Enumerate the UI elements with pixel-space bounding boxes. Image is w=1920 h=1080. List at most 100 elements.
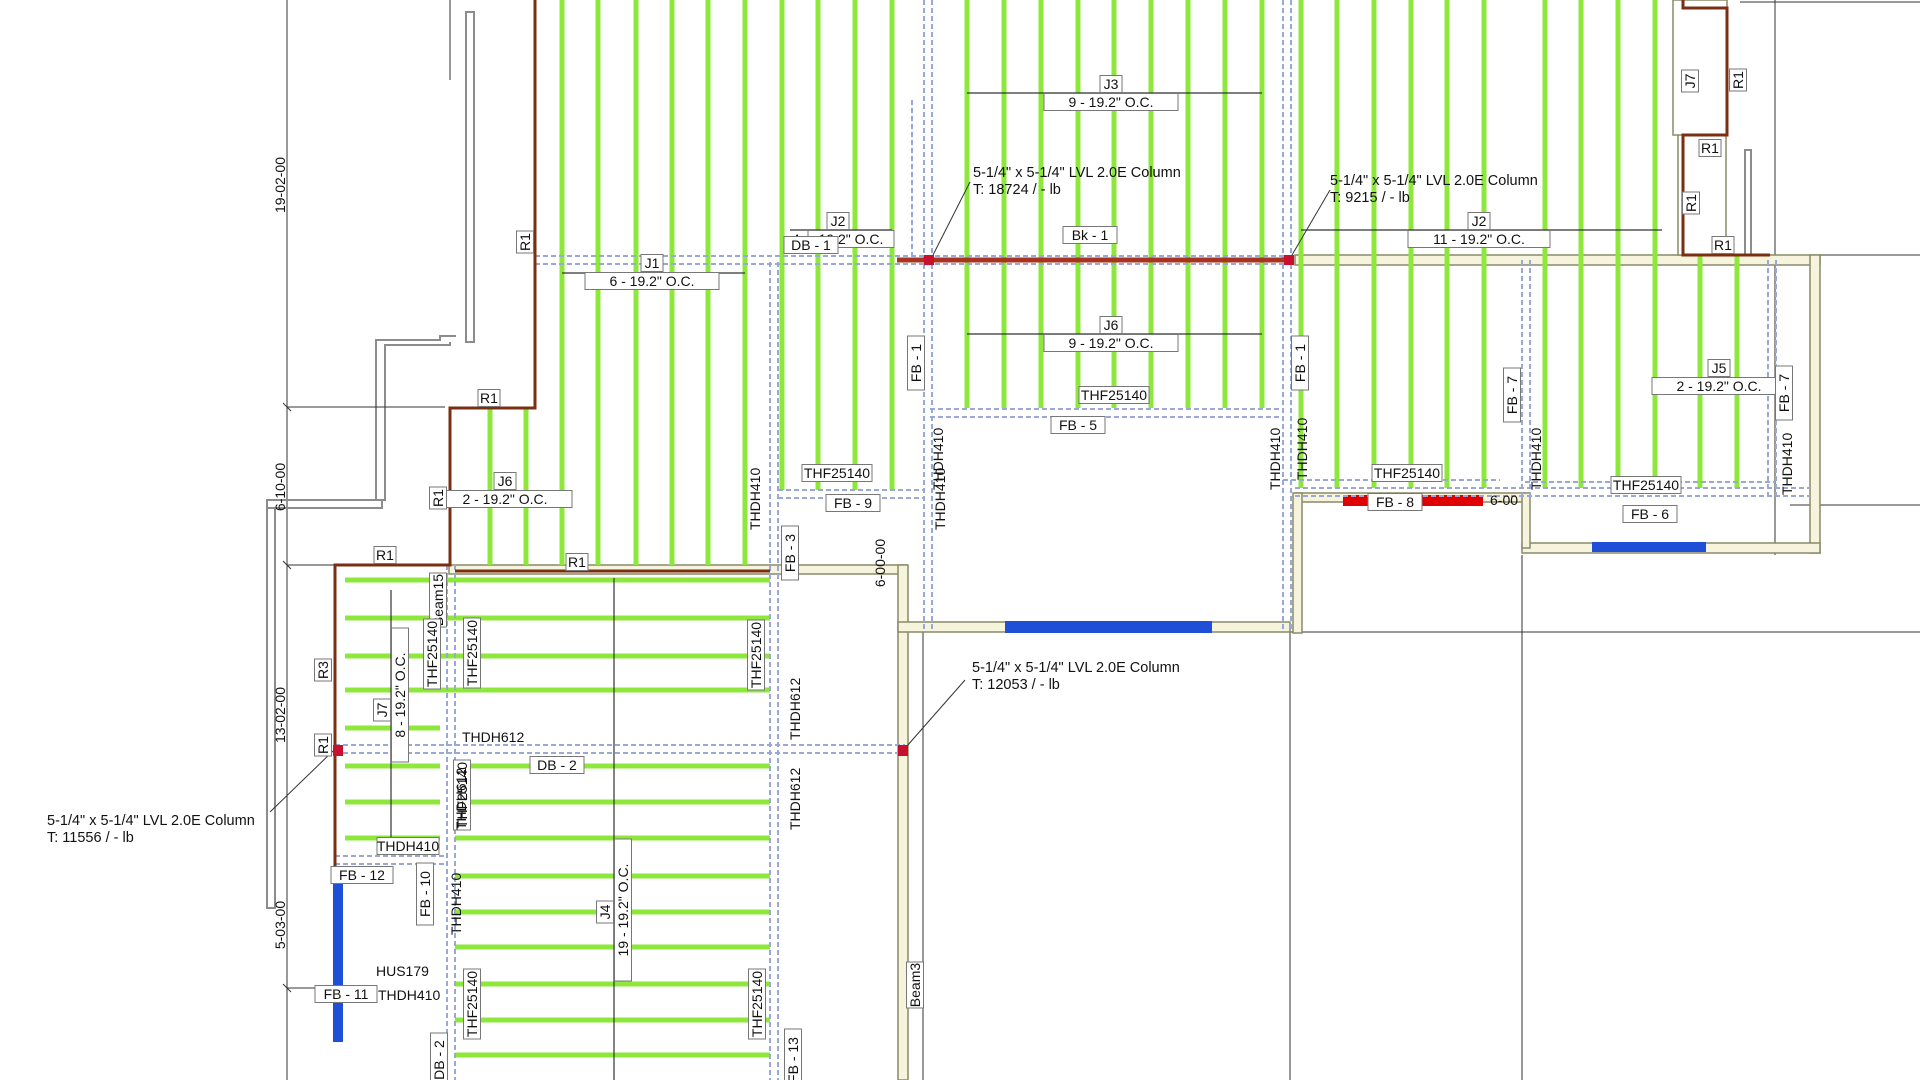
rim-tag: R1 — [315, 736, 331, 754]
dimension-label: 13-02-00 — [272, 687, 288, 743]
joist-group-spacing: 11 - 19.2" O.C. — [1433, 231, 1525, 247]
hanger-tag-box — [1371, 464, 1443, 482]
beam-tag-box — [781, 525, 799, 581]
rim-tag: R1 — [1683, 194, 1699, 212]
leader-lines — [269, 181, 1331, 813]
hanger-tag-box — [423, 618, 441, 690]
beam-tag-box — [783, 236, 839, 254]
beam-tag-box — [1775, 365, 1793, 421]
column-marker — [333, 745, 343, 756]
hanger-tag: THF25140 — [464, 620, 480, 686]
dimension-label: 19-02-00 — [272, 157, 288, 213]
rim-tag: R1 — [480, 390, 498, 406]
beam-tag-box — [825, 494, 881, 512]
rim-tag: R3 — [315, 661, 331, 679]
rim-tag-box — [565, 553, 589, 571]
column-size-note: 5-1/4" x 5-1/4" LVL 2.0E Column — [973, 165, 1181, 181]
dimension-label: 6-00 — [1490, 492, 1518, 508]
hanger-label: THDH410 — [1267, 428, 1283, 490]
beam-tag-box — [1503, 367, 1521, 423]
hanger-tag: THF25140 — [1613, 477, 1679, 493]
column-load-note: T: 18724 / - lb — [973, 182, 1061, 198]
rim-tag-box — [516, 230, 534, 254]
joist-group-tag-box — [493, 472, 517, 490]
column-load-note: T: 9215 / - lb — [1330, 190, 1410, 206]
hanger-label: THDH410 — [932, 468, 948, 530]
column-load-note: T: 12053 / - lb — [972, 677, 1060, 693]
opening-bar — [1005, 621, 1212, 633]
beam-tag: FB - 11 — [324, 986, 369, 1002]
beam-tag-box — [1367, 493, 1423, 511]
bearing-walls — [448, 0, 1821, 1080]
joist-group-spacing-box — [1043, 93, 1179, 111]
beam-tag-box — [314, 985, 378, 1003]
dimension-label: 6-10-00 — [272, 463, 288, 511]
joist-group-spacing: 8 - 19.2" O.C. — [392, 652, 408, 737]
hanger-tag-box — [453, 759, 471, 831]
column-size-note: 5-1/4" x 5-1/4" LVL 2.0E Column — [972, 660, 1180, 676]
beam-tag: DB - 2 — [537, 757, 577, 773]
beam-tag: FB - 10 — [417, 871, 433, 917]
beam-tag-box — [1062, 226, 1118, 244]
hanger-tag-box — [1078, 386, 1150, 404]
dimension-label: 6-00-00 — [872, 539, 888, 587]
hanger-tag-box — [747, 619, 765, 691]
joist-group-tag: J4 — [597, 904, 613, 919]
beam-tag: FB - 7 — [1504, 376, 1520, 414]
joist-group-tag: J6 — [498, 473, 513, 489]
flush-beam-lines — [335, 0, 1810, 1080]
joist-group-tag: J6 — [1104, 317, 1119, 333]
joist-group-tag-box — [640, 254, 664, 272]
hanger-tag: THF25140 — [1374, 465, 1440, 481]
hanger-label: THDH612 — [787, 768, 803, 830]
hanger-label: THDH612 — [453, 768, 469, 830]
hanger-tag-box — [801, 464, 873, 482]
hanger-label: THDH410 — [448, 873, 464, 935]
beam-tag: DB - 2 — [431, 1040, 447, 1080]
joist-group-spacing-box — [584, 272, 720, 290]
hanger-tag: THF25140 — [424, 621, 440, 687]
rim-tag-box — [1698, 139, 1722, 157]
column-marker — [924, 255, 934, 265]
hanger-tag: THF25140 — [1081, 387, 1147, 403]
joist-group-tag-box — [1707, 359, 1731, 377]
joist-group-spacing: 9 - 19.2" O.C. — [1068, 94, 1153, 110]
hanger-tag: THF25140 — [749, 971, 765, 1037]
joist-group-tag: J2 — [1472, 213, 1487, 229]
joist-group-spacing-box — [614, 838, 632, 982]
joist-group-tag-box — [373, 698, 391, 722]
joist-group-tag: J3 — [1104, 76, 1119, 92]
hanger-label: THDH410 — [1294, 418, 1310, 480]
construction-lines — [286, 0, 1920, 1080]
rim-tag: R1 — [568, 554, 586, 570]
hanger-tag-box — [463, 968, 481, 1040]
beam-tag: FB - 13 — [785, 1037, 801, 1080]
hanger-tag: THF25140 — [454, 762, 470, 828]
hanger-label: HUS179 — [376, 963, 429, 979]
beam-tag: Beam3 — [907, 963, 923, 1008]
beam-tag-box — [430, 1032, 448, 1080]
hanger-tag-box — [376, 837, 440, 855]
rim-tag-box — [1682, 191, 1700, 215]
beam-tag: FB - 6 — [1631, 506, 1669, 522]
hanger-label: THDH410 — [1779, 433, 1795, 495]
joist-group-tag-box — [596, 900, 614, 924]
joist-group-spacing-box — [1407, 230, 1551, 248]
joist-group-tag: J1 — [645, 255, 660, 271]
beam-tag-box — [784, 1028, 802, 1080]
beam-tag: FB - 3 — [782, 534, 798, 572]
beam-tag-box — [1291, 335, 1309, 391]
beam-tag-box — [529, 756, 585, 774]
joist-group-spacing: 9 - 19.2" O.C. — [1068, 335, 1153, 351]
beam-tag-box — [416, 862, 434, 926]
rim-tag-box — [1729, 68, 1747, 92]
hanger-tag-box — [1610, 476, 1682, 494]
rim-tag: R1 — [1714, 237, 1732, 253]
beam-tag-box — [1050, 416, 1106, 434]
hanger-label: THDH612 — [787, 678, 803, 740]
beam-tag: FB - 9 — [834, 495, 872, 511]
rim-tag: R1 — [1730, 71, 1746, 89]
hanger-tag: THF25140 — [804, 465, 870, 481]
joist-group-tag: J5 — [1712, 360, 1727, 376]
